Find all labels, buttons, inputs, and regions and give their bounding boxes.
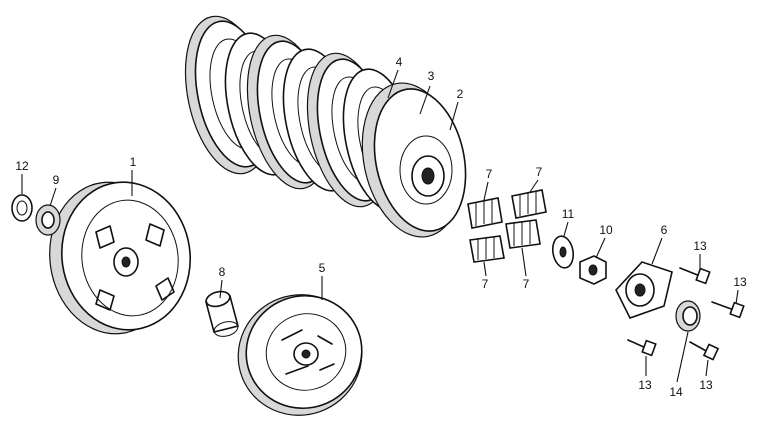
lifter-plate [615,261,673,319]
callout-13-lower-right: 13 [699,378,713,392]
bolt-right [711,301,745,319]
callout-10: 10 [599,223,613,237]
callout-14: 14 [669,385,683,399]
callout-12: 12 [15,159,29,173]
lock-washer [11,194,33,222]
callout-4: 4 [396,55,403,69]
callout-2: 2 [457,87,464,101]
callout-13-right: 13 [733,275,747,289]
clutch-spring-lower-left [469,235,505,263]
washer [551,235,575,269]
clutch-spring-upper-left [467,197,503,229]
pressure-plate [237,294,363,416]
clutch-outer-housing [49,181,192,335]
callout-13-upper: 13 [693,239,707,253]
clutch-center [361,82,467,238]
lifter-bearing [675,300,701,332]
clutch-spring-lower-right [505,219,541,249]
clutch-spring-upper-right [511,189,547,219]
callout-5: 5 [319,261,326,275]
bolt-lower-left [627,339,657,357]
callout-7-lower-right: 7 [523,277,530,291]
callout-11: 11 [562,207,575,221]
callout-8: 8 [219,265,226,279]
thrust-washer [35,204,61,236]
lifter-nut [579,255,607,285]
callout-7-upper-right: 7 [536,165,543,179]
callout-7-lower-left: 7 [482,277,489,291]
callout-1: 1 [130,155,137,169]
callout-3: 3 [428,69,435,83]
bolt-lower-right [689,341,720,361]
leader-lines [21,69,739,383]
callout-6: 6 [661,223,668,237]
clutch-bushing [205,290,239,337]
bolt-upper [679,267,711,285]
callout-9: 9 [53,173,60,187]
callout-7-upper-left: 7 [486,167,493,181]
callout-13-lower-left: 13 [638,378,652,392]
clutch-plate-stack [184,15,467,238]
